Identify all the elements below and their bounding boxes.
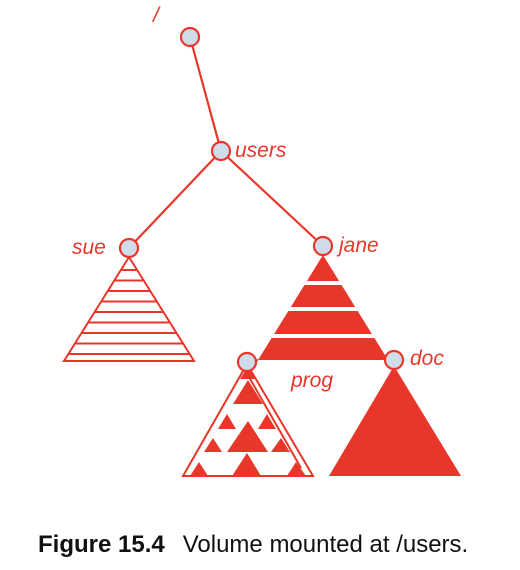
sue-node: [118, 237, 140, 259]
tree-nodes: [118, 26, 405, 373]
edge-root-users: [188, 36, 223, 152]
jane-subtree: [258, 255, 388, 360]
jane-label: jane: [336, 234, 379, 257]
prog-subtree-pattern: [190, 366, 306, 476]
root-label: /: [151, 4, 161, 27]
root-node: [179, 26, 201, 48]
directory-tree-diagram: / users sue jane prog doc: [62, 4, 461, 477]
doc-node: [383, 349, 405, 371]
doc-subtree: [329, 366, 461, 476]
edge-users-jane: [220, 150, 324, 247]
sue-label: sue: [72, 236, 106, 259]
jane-node: [312, 235, 334, 257]
prog-node: [236, 351, 258, 373]
prog-subtree: [181, 362, 315, 477]
users-label: users: [235, 139, 287, 162]
caption-text: Volume mounted at /users.: [182, 531, 469, 558]
sue-subtree-outline: [62, 255, 196, 362]
figure-caption: Figure 15.4 Volume mounted at /users.: [38, 531, 468, 559]
users-node: [210, 140, 232, 162]
prog-subtree-inner-edge: [248, 376, 302, 469]
sue-subtree: [62, 255, 196, 362]
tree-edges: [128, 36, 324, 249]
jane-subtree-bands: [262, 281, 384, 338]
prog-label: prog: [290, 369, 333, 392]
doc-label: doc: [410, 347, 444, 370]
sue-subtree-stripes: [68, 269, 190, 355]
edge-users-sue: [128, 150, 222, 249]
figure-number: Figure 15.4: [38, 531, 165, 558]
